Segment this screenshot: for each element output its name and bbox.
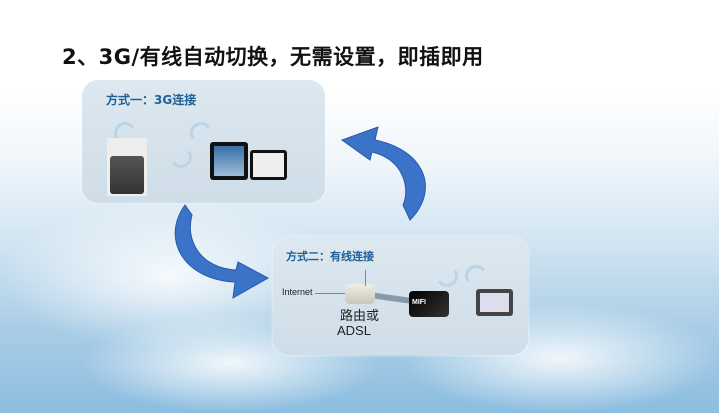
tablet-image: [250, 150, 287, 180]
panel-3g-connection: 方式一：3G连接: [82, 80, 325, 203]
cycle-arrow-down: [174, 204, 270, 299]
3g-router-image: [107, 138, 147, 196]
cycle-arrow-up: [340, 126, 426, 221]
tablet-image: [476, 289, 513, 316]
panel-wired-connection: 方式二：有线连接 Internet 路由或 ADSL MIFI: [273, 237, 528, 355]
router-image: [345, 284, 375, 304]
antenna: [365, 270, 366, 286]
internet-label: Internet: [282, 287, 313, 297]
router-label: 路由或: [340, 308, 380, 323]
panel-title: 方式二：有线连接: [286, 250, 374, 263]
mifi-device-image: MIFI: [409, 291, 449, 317]
cable: [315, 293, 345, 294]
slide-title: 2、3G/有线自动切换，无需设置，即插即用: [62, 45, 484, 69]
adsl-label: ADSL: [337, 323, 371, 338]
tablet-image: [210, 142, 248, 180]
panel-title: 方式一：3G连接: [106, 93, 197, 107]
mifi-logo: MIFI: [412, 299, 426, 306]
